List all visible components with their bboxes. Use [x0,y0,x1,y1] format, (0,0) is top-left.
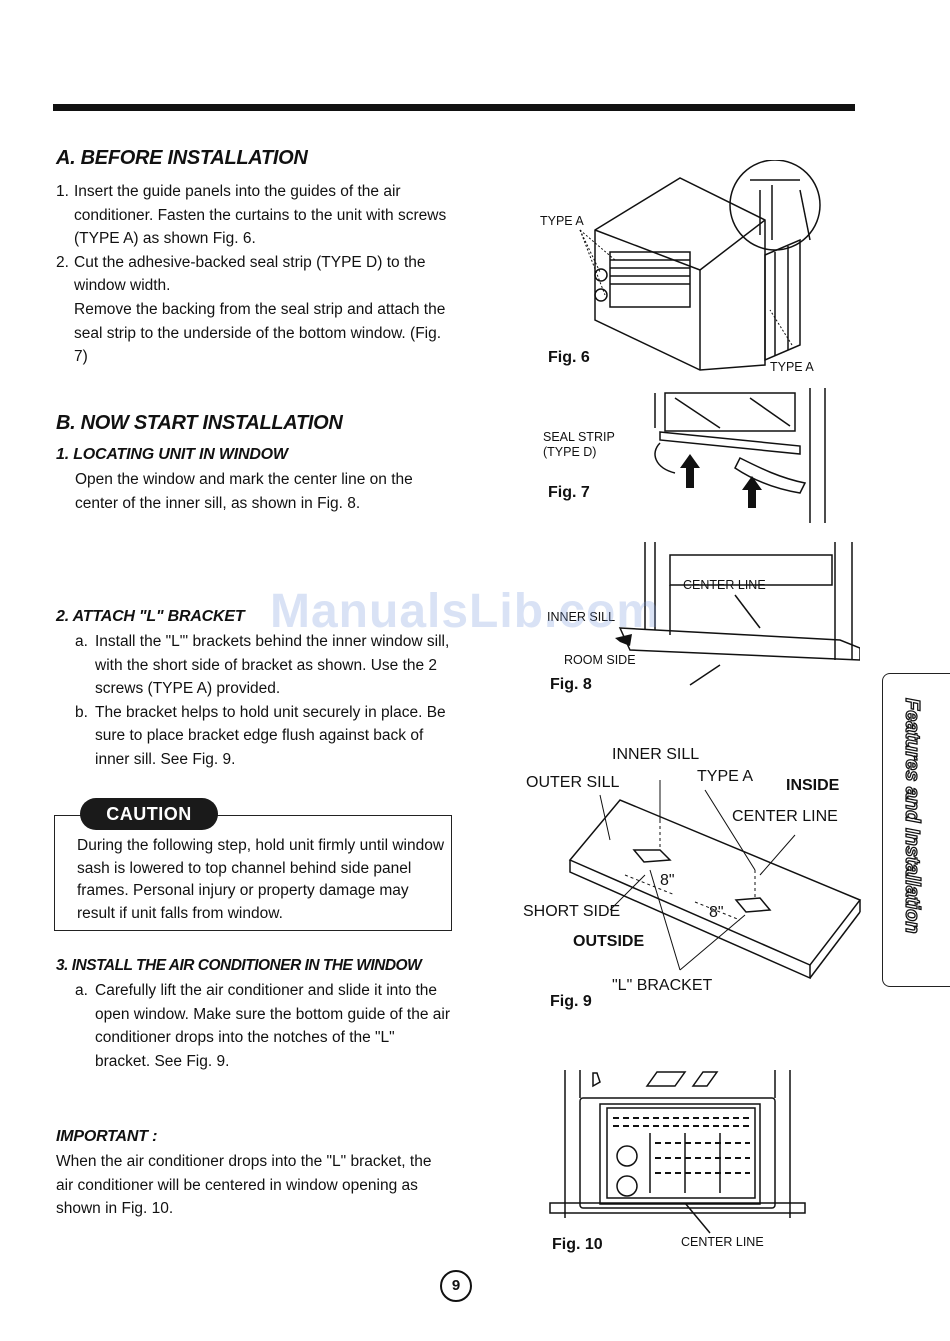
fig10-caption: Fig. 10 [552,1236,603,1253]
list-item: a.Carefully lift the air conditioner and… [75,982,450,1070]
side-tab-text: Features and Installation [901,698,923,934]
list-item: a.Install the "L"' brackets behind the i… [75,633,450,698]
page-number: 9 [440,1270,472,1302]
step1-title: 1. LOCATING UNIT IN WINDOW [56,446,288,463]
fig7-seal-strip: SEAL STRIP [543,430,615,444]
fig6-type-a-bottom: TYPE A [770,360,814,374]
caution-box [54,815,452,931]
important-text: When the air conditioner drops into the … [56,1153,432,1218]
fig9-caption: Fig. 9 [550,993,592,1010]
watermark: ManualsLib.com [270,585,661,638]
fig9-dim-2: 8" [709,904,724,921]
section-b-title: B. NOW START INSTALLATION [56,412,343,434]
important-title: IMPORTANT : [56,1128,158,1145]
fig9-outside: OUTSIDE [573,933,645,950]
fig10-center-line: CENTER LINE [681,1235,764,1249]
caution-label: CAUTION [80,798,218,830]
fig6-illustration [579,160,821,371]
fig6-type-a-top: TYPE A [540,214,584,228]
section-a-continuation: Remove the backing from the seal strip a… [74,300,446,366]
list-item: 2.Cut the adhesive-backed seal strip (TY… [56,253,426,295]
fig9-l-bracket: "L" BRACKET [612,977,713,994]
fig9-inner-sill: INNER SILL [612,746,700,763]
fig9-inside: INSIDE [786,777,840,794]
fig10-illustration [549,1070,806,1234]
step3-body: a.Carefully lift the air conditioner and… [75,979,450,1073]
caution-text: During the following step, hold unit fir… [77,837,445,922]
fig8-caption: Fig. 8 [550,676,592,693]
section-a-title: A. BEFORE INSTALLATION [56,147,308,169]
fig7-illustration [654,388,826,523]
fig9-type-a: TYPE A [697,768,754,785]
step1-text: Open the window and mark the center line… [75,471,413,512]
fig6-caption: Fig. 6 [548,349,590,366]
header-rule [53,104,855,111]
fig8-center-line: CENTER LINE [683,578,766,592]
fig8-room-side: ROOM SIDE [564,653,636,667]
side-tab-label: Features and Installation [884,690,944,980]
fig9-illustration [568,780,862,980]
list-item: 1.Insert the guide panels into the guide… [56,183,447,248]
step2-body: a.Install the "L"' brackets behind the i… [75,630,450,772]
fig9-center-line: CENTER LINE [732,808,838,825]
fig9-dim-1: 8" [660,872,675,889]
step3-title: 3. INSTALL THE AIR CONDITIONER IN THE WI… [56,957,422,974]
step2-title: 2. ATTACH "L" BRACKET [56,608,245,625]
fig8-illustration [615,542,860,686]
fig7-type-d: (TYPE D) [543,445,597,459]
fig9-short-side: SHORT SIDE [523,903,621,920]
section-a-body: 1.Insert the guide panels into the guide… [56,180,450,369]
side-tab-frame [882,673,950,987]
list-item: b.The bracket helps to hold unit securel… [75,703,446,768]
fig8-inner-sill: INNER SILL [547,610,616,624]
fig7-caption: Fig. 7 [548,484,590,501]
fig9-outer-sill: OUTER SILL [526,774,620,791]
